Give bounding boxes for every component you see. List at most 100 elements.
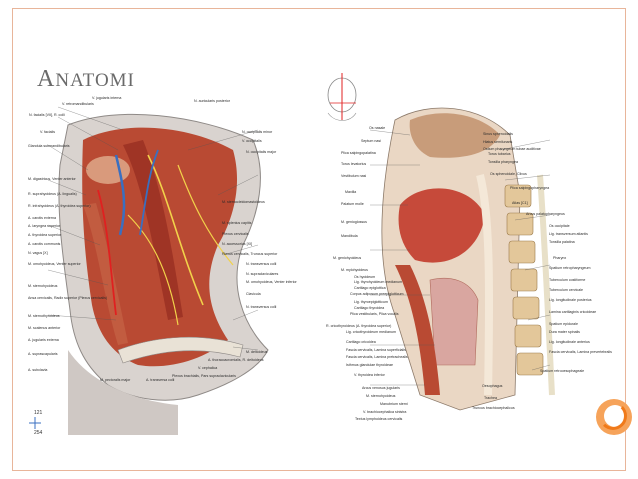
label: Plica salpingopalatina — [341, 151, 376, 155]
label: Fascia cervicalis, Lamina prevertebralis — [549, 350, 612, 354]
label: Spatium retropharyngeum — [549, 266, 591, 270]
label: Dura mater spinalis — [549, 330, 580, 334]
label: Trachea — [484, 396, 498, 400]
label: Cartilago thyroidea — [354, 306, 385, 310]
label: Truncus brachiocephalicus — [472, 406, 515, 410]
slide-title: ANATOMI — [37, 66, 135, 93]
label: Palatum molle — [341, 202, 364, 206]
label: Textus lymphoideus cervicalis — [355, 417, 403, 421]
label: Maxilla — [345, 190, 357, 194]
label: A. thyroidea superior — [28, 233, 62, 237]
label: Corpus adiposum preepiglotticum — [350, 292, 404, 296]
label: Tonsilla pharyngea — [488, 160, 518, 164]
label: Ansa cervicalis, Radix superior (Plexus … — [28, 296, 108, 300]
label: Os hyoideum — [354, 275, 376, 279]
label: Manubrium sterni — [380, 402, 408, 406]
label: Arcus palatopharyngeus — [526, 212, 565, 216]
label: M. deltoideus — [246, 350, 268, 354]
label: M. omohyoideus, Venter superior — [28, 262, 81, 266]
label: Fascia cervicalis, Lamina pretrachealis — [346, 355, 408, 359]
label: V. brachiocephalica sinistra — [363, 410, 407, 414]
label: Lig. longitudinale anterius — [549, 340, 590, 344]
label: R. infrahyoideus (A. thyroidea superior) — [28, 204, 91, 208]
label: V. jugularis interna — [92, 96, 122, 100]
label: Plica salpingopharyngea — [510, 186, 550, 190]
label: M. sternohyoideus — [28, 284, 58, 288]
label: Plexus cervicalis, Truncus superior — [222, 252, 278, 256]
label: N. auricularis posterior — [194, 99, 230, 103]
label: A. laryngea superior — [28, 224, 61, 228]
label: Arcus venosus jugularis — [362, 386, 400, 390]
label: M. sternohyoideus — [366, 394, 396, 398]
label: M. mylohyoideus — [341, 268, 368, 272]
label: R. cricothyroideus (A. thyroidea superio… — [326, 324, 392, 328]
label: N. transversus colli — [246, 305, 277, 309]
label: Isthmus glandulae thyroideae — [346, 363, 393, 367]
label: Glandula submandibularis — [28, 144, 70, 148]
label: Plexus cervicalis — [222, 232, 249, 236]
label: Spatium epidurale — [549, 322, 578, 326]
title-rest: NATOMI — [55, 70, 135, 91]
label: Tuberculum cervicale — [549, 288, 584, 292]
label: M. geniohyoideus — [333, 256, 362, 260]
label: Lig. transversum atlantis — [549, 232, 588, 236]
label: Oesophagus — [482, 384, 503, 388]
label: Cartilago epiglottica — [354, 286, 386, 290]
label: Os occipitale — [549, 224, 570, 228]
label: N. transversus colli — [246, 262, 277, 266]
head-orientation-icon — [327, 73, 357, 121]
label: A. suprascapularis — [28, 352, 58, 356]
label: Hiatus semilunaris — [483, 140, 513, 144]
title-initial: A — [37, 66, 56, 92]
neck-dissection-illustration — [47, 106, 269, 435]
page-number-bottom: 254 — [34, 430, 43, 436]
label: Sinus sphenoidalis — [483, 132, 513, 136]
label: M. omohyoideus, Venter inferior — [246, 280, 297, 284]
label: N. accessorius [XI] — [222, 242, 252, 246]
sagittal-section-illustration — [327, 73, 555, 411]
label: Lig. longitudinale posterius — [549, 298, 592, 302]
label: N. vagus [X] — [28, 251, 48, 255]
label: Tonsilla palatina — [549, 240, 575, 244]
label: N. facialis [VII], R. colli — [29, 113, 65, 117]
label: Clavicula — [246, 292, 261, 296]
label: A. carotis communis — [28, 242, 61, 246]
label: V. facialis — [40, 130, 56, 134]
label: A. jugularis externa — [28, 338, 59, 342]
label: M. splenius capitis — [222, 221, 252, 225]
label: Ostium pharyngeum tubae auditivae — [483, 147, 541, 151]
label: Pharynx — [553, 256, 567, 260]
label: A. transversa colli — [146, 378, 175, 382]
label: Lig. thyroepiglotticum — [354, 300, 388, 304]
label: V. occipitalis — [242, 139, 262, 143]
label: Plica vestibularis, Plica vocalis — [350, 312, 399, 316]
label: Plexus brachialis, Pars supraclaviculari… — [172, 374, 236, 378]
label: V. cephalica — [198, 366, 218, 370]
label: Os nasale — [369, 126, 386, 130]
label: V. retromandibularis — [62, 102, 94, 106]
label: A. thoracoacromialis, R. deltoideus — [208, 358, 264, 362]
label: M. pectoralis major — [100, 378, 131, 382]
label: Lig. thyrohyoideum medianum — [354, 280, 403, 284]
label: V. thyroidea inferior — [354, 373, 385, 377]
label: A. carotis externa — [28, 216, 56, 220]
label: M. sternothyroideus — [28, 314, 60, 318]
page-number-top: 121 — [34, 410, 43, 416]
label: Tuberculum costiforme — [549, 278, 586, 282]
label: N. occipitalis major — [246, 150, 277, 154]
label: M. digastricus, Venter anterior — [28, 177, 76, 181]
label: Atlas [C1] — [512, 201, 528, 205]
slide-frame — [12, 8, 626, 471]
label: Septum nasi — [361, 139, 381, 143]
label: Torus levatorius — [341, 162, 367, 166]
label: Lamina cartilaginis cricoideae — [549, 310, 597, 314]
accent-arc — [599, 402, 627, 430]
label: M. scalenus anterior — [28, 326, 61, 330]
label: Mandibula — [341, 234, 358, 238]
label: R. suprahyoideus (A. lingualis) — [28, 192, 77, 196]
orientation-icon — [29, 417, 41, 429]
label: A. subclavia — [28, 368, 48, 372]
label: N. occipitalis minor — [242, 130, 273, 134]
label: M. sternocleidomastoideus — [222, 200, 265, 204]
